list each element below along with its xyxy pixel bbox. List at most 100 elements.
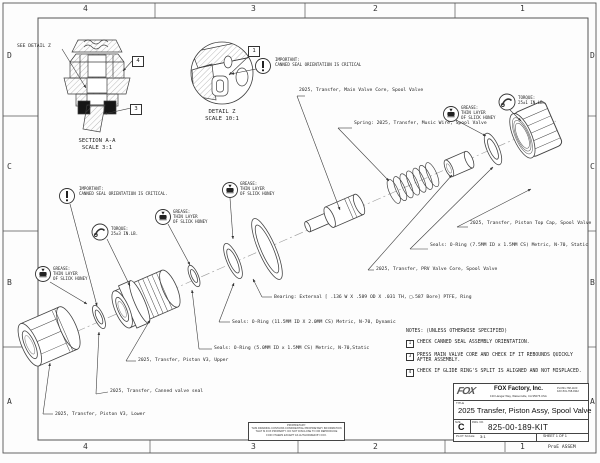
torque-icon — [498, 93, 516, 111]
label-piston-lower: 2025, Transfer, Piston V3, Lower — [55, 412, 146, 417]
zone-bottom-4: 4 — [83, 442, 88, 451]
grease-note-right: GREASE: THIN LAYER OF SLICK HONEY — [461, 105, 496, 120]
dwg-number: 825-00-189-KIT — [488, 422, 549, 432]
zone-left-a: A — [7, 397, 12, 406]
balloon-3: 3 — [130, 104, 142, 115]
zone-bottom-1: 1 — [520, 442, 525, 451]
grease-icon — [155, 209, 171, 225]
balloon-4: 4 — [132, 56, 144, 67]
spring-part — [386, 162, 440, 204]
detail-z-label: DETAIL Z SCALE 10:1 — [205, 109, 239, 122]
proprietary-line: THIS DRAWING CONTAINS CONFIDENTIAL PROPR… — [251, 427, 342, 431]
label-main-valve-core: 2025, Transfer, Main Valve Core, Spool V… — [299, 88, 424, 93]
important-note-top: IMPORTANT: CANNED SEAL ORIENTATION IS CR… — [275, 57, 362, 67]
note-text: CHECK IF GLIDE RING'S SPLIT IS ALIGNED A… — [417, 368, 582, 374]
note-item-3: 3 PRESS MAIN VALVE CORE AND CHECK IF IT … — [406, 352, 588, 364]
grease-icon — [35, 266, 51, 282]
assembly-centerline — [29, 120, 557, 353]
zone-top-4: 4 — [83, 4, 88, 13]
label-seal-5-0: Seals: O-Ring (5.0MM ID x 1.5MM CS) Metr… — [214, 346, 370, 351]
top-cap-part — [509, 101, 563, 159]
prv-valve-core-part — [443, 150, 475, 178]
size-label: SIZE — [455, 420, 461, 424]
important-icon — [59, 188, 75, 204]
label-bearing: Bearing: External [ .136 W X .589 OD X .… — [274, 295, 472, 300]
zone-right-b: B — [590, 278, 595, 287]
note-text: CHECK CANNED SEAL ASSEMBLY ORIENTATION. — [417, 339, 530, 345]
dwg-no-label: DWG. NO. — [472, 420, 484, 424]
torque-icon — [91, 223, 109, 241]
piston-lower-part — [17, 306, 81, 367]
note-text: PRESS MAIN VALVE CORE AND CHECK IF IT RE… — [417, 352, 573, 364]
title-block: FOX FOX Factory, Inc. 130 Hangar Way, Wa… — [453, 383, 592, 442]
bearing-ring-part — [251, 218, 283, 280]
zone-left-b: B — [7, 278, 12, 287]
piston-upper-part — [111, 269, 181, 329]
company-phones: PH 831-768-1100 FAX 831-768-9342 — [557, 386, 579, 393]
zone-right-c: C — [590, 162, 595, 171]
torque-note-left: TORQUE: 25±3 IN.LB. — [111, 226, 139, 236]
important-note-mid: IMPORTANT: CANNED SEAL ORIENTATION IS CR… — [79, 186, 168, 196]
notes-header: NOTES: (UNLESS OTHERWISE SPECIFIED) — [406, 329, 508, 334]
label-seal-11-5: Seals: O-Ring (11.5MM ID X 2.0MM CS) Met… — [232, 320, 396, 325]
note-item-4: 4 CHECK IF GLIDE RING'S SPLIT IS ALIGNED… — [406, 368, 588, 377]
zone-right-d: D — [590, 51, 595, 60]
leader-lines — [42, 48, 532, 415]
note-number: 4 — [406, 368, 414, 377]
size-value: C — [458, 422, 465, 432]
company-address: 130 Hangar Way, Watsonville, CA 95076 US… — [490, 393, 547, 398]
proprietary-line: PROPRIETARY: — [287, 424, 306, 427]
label-piston-upper: 2025, Transfer, Piston V3, Upper — [138, 358, 229, 363]
see-detail-z-label: SEE DETAIL Z — [17, 44, 51, 49]
note-number: 1 — [406, 339, 414, 348]
title-block-header: FOX FOX Factory, Inc. 130 Hangar Way, Wa… — [454, 384, 588, 401]
label-spring: Spring: 2025, Transfer, Music Wire, Spoo… — [354, 121, 487, 126]
zone-left-d: D — [7, 51, 12, 60]
note-number: 3 — [406, 352, 414, 361]
main-valve-core-part — [304, 193, 366, 233]
oring-dynamic-part — [223, 243, 243, 279]
size-cell: SIZE C — [454, 420, 471, 433]
section-a-a-label: SECTION A-A SCALE 3:1 — [78, 138, 116, 151]
grease-icon — [222, 182, 238, 198]
grease-note-bottom: GREASE: THIN LAYER OF SLICK HONEY — [53, 266, 88, 281]
title-block-dwg-row: SIZE C DWG. NO. 825-00-189-KIT — [454, 419, 588, 434]
drawing-title: 2025 Transfer, Piston Assy, Spool Valve — [458, 406, 592, 415]
oring-small-part — [187, 264, 201, 288]
proprietary-notice: PROPRIETARY: THIS DRAWING CONTAINS CONFI… — [248, 422, 345, 441]
zone-top-1: 1 — [520, 4, 525, 13]
grease-note-mid1: GREASE: THIN LAYER OF SLICK HONEY — [240, 181, 275, 196]
plot-scale-label: PLOT SCALE — [456, 434, 475, 438]
oring-75-part — [483, 132, 503, 166]
grease-icon — [443, 106, 459, 122]
important-icon — [255, 58, 271, 74]
notes-block: NOTES: (UNLESS OTHERWISE SPECIFIED) 1 CH… — [406, 329, 588, 377]
label-top-cap: 2025, Transfer, Piston Top Cap, Spool Va… — [470, 221, 592, 226]
zone-left-c: C — [7, 162, 12, 171]
label-seal-7-5: Seals: O-Ring (7.5MM ID x 1.5MM CS) Metr… — [430, 243, 589, 248]
proprietary-line: THAT IS FOX PROPERTY. DO NOT DISCLOSE TO… — [255, 430, 338, 434]
balloon-1: 1 — [248, 46, 260, 57]
proprietary-line: FOR OTHERS EXCEPT AS AUTHORIZED BY FOX. — [266, 433, 327, 437]
proe-assem-note: ProE ASSEM — [548, 445, 576, 450]
title-block-scale-row: PLOT SCALE 3:1 SHEET 1 OF 1 — [454, 432, 588, 442]
fox-logo: FOX — [455, 386, 476, 397]
zone-bottom-2: 2 — [373, 442, 378, 451]
title-label: TITLE — [456, 401, 465, 405]
section-a-a-view — [63, 39, 131, 133]
zone-top-3: 3 — [251, 4, 256, 13]
note-item-1: 1 CHECK CANNED SEAL ASSEMBLY ORIENTATION… — [406, 339, 588, 348]
torque-note-right: TORQUE: 25±1 IN.LB. — [518, 95, 546, 105]
canned-seal-part — [92, 304, 106, 330]
grease-note-mid2: GREASE: THIN LAYER OF SLICK HONEY — [173, 209, 208, 224]
sheet-number: SHEET 1 OF 1 — [536, 433, 567, 442]
company-name: FOX Factory, Inc. — [494, 386, 543, 392]
label-prv-core: 2025, Transfer, PRV Valve Core, Spool Va… — [376, 267, 498, 272]
plot-scale-value: 3:1 — [480, 433, 486, 439]
label-canned-seal: 2025, Transfer, Canned valve seal — [110, 389, 204, 394]
zone-right-a: A — [590, 397, 595, 406]
zone-bottom-3: 3 — [251, 442, 256, 451]
detail-z-view — [190, 41, 254, 105]
